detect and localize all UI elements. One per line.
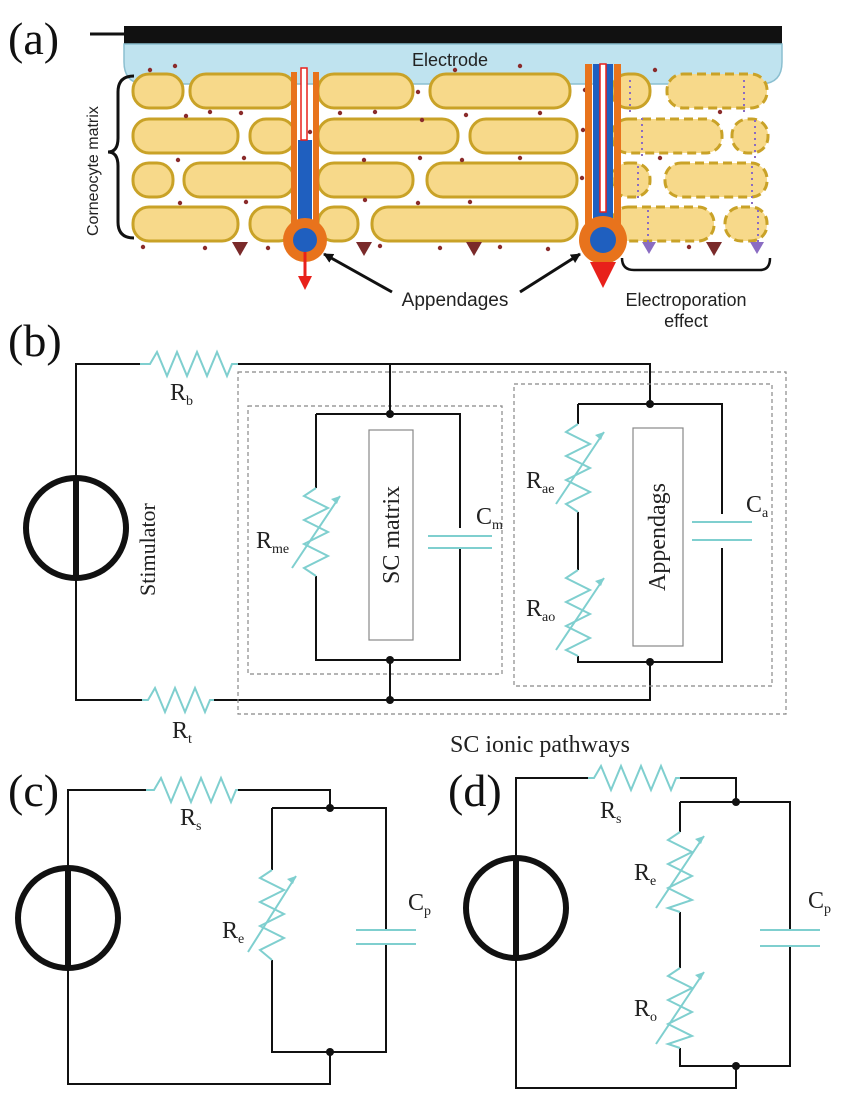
electroporation-label-1: Electroporation [625, 290, 746, 310]
cp-label-d: Cp [808, 888, 831, 917]
appendage-1 [283, 67, 327, 290]
appendags-label: Appendags [645, 483, 671, 591]
panel-d-label: (d) [448, 765, 502, 816]
panel-c-label: (c) [8, 765, 59, 816]
rt-resistor [142, 685, 214, 715]
panel-b: (b) Rb Rt Stimulator Rme [8, 315, 787, 758]
rs-resistor-d [588, 763, 680, 793]
rao-resistor [563, 569, 593, 657]
sc-matrix-label: SC matrix [379, 486, 405, 584]
ro-resistor-d [664, 967, 695, 1049]
sc-pathways-box [237, 371, 787, 715]
cm-label: Cm [476, 504, 503, 533]
ro-variable-arrow-d [655, 971, 705, 1045]
sc-matrix-box-inner [368, 429, 414, 641]
matrix-label: Corneocyte matrix [85, 106, 102, 236]
electrode-plate [124, 26, 782, 44]
corneocyte-cells [131, 72, 770, 243]
ro-label-d: Ro [634, 996, 657, 1025]
electroporation-label-2: effect [664, 311, 708, 331]
matrix-bracket [107, 74, 135, 240]
re-label-d: Re [634, 860, 656, 889]
re-resistor-d [664, 831, 695, 913]
rb-resistor [140, 349, 238, 379]
appendages-label: Appendages [402, 290, 509, 311]
electrode-label: Electrode [412, 50, 488, 70]
re-variable-arrow-d [655, 835, 705, 909]
rb-label: Rb [170, 380, 193, 409]
sc-ionic-pathways-caption: SC ionic pathways [450, 732, 630, 758]
rme-resistor [301, 487, 331, 577]
re-variable-arrow-c [247, 875, 297, 953]
panel-d: (d) Rs Re Ro Cp [448, 763, 831, 1089]
rae-resistor [563, 423, 593, 513]
rt-label: Rt [172, 718, 192, 747]
electroporation-bracket [620, 257, 772, 272]
sc-matrix-box [247, 405, 503, 675]
re-resistor-c [257, 869, 287, 961]
rae-variable-arrow [555, 431, 605, 505]
rao-variable-arrow [555, 577, 605, 651]
appendages-arrow-1 [323, 252, 393, 294]
ca-label: Ca [746, 492, 769, 521]
rme-label: Rme [256, 528, 289, 557]
rme-variable-arrow [291, 495, 341, 569]
appendags-box [513, 383, 773, 687]
rae-label: Rae [526, 468, 554, 497]
rs-label-d: Rs [600, 798, 621, 827]
panel-c: (c) Rs Re Cp [8, 765, 431, 1085]
electroporation-paths [629, 80, 764, 254]
appendags-box-inner [632, 427, 684, 647]
appendage-2 [579, 63, 627, 288]
panel-a-label: (a) [8, 13, 59, 64]
re-label-c: Re [222, 918, 244, 947]
panel-a: (a) Electrode Corneocyte matrix [8, 13, 783, 331]
rs-resistor-c [146, 775, 238, 805]
rs-label-c: Rs [180, 805, 201, 834]
brown-arrows [232, 242, 722, 256]
rao-label: Rao [526, 596, 555, 625]
cp-label-c: Cp [408, 890, 431, 919]
panel-b-label: (b) [8, 315, 62, 366]
stimulator-label: Stimulator [135, 502, 160, 596]
appendages-arrow-2 [519, 252, 581, 294]
